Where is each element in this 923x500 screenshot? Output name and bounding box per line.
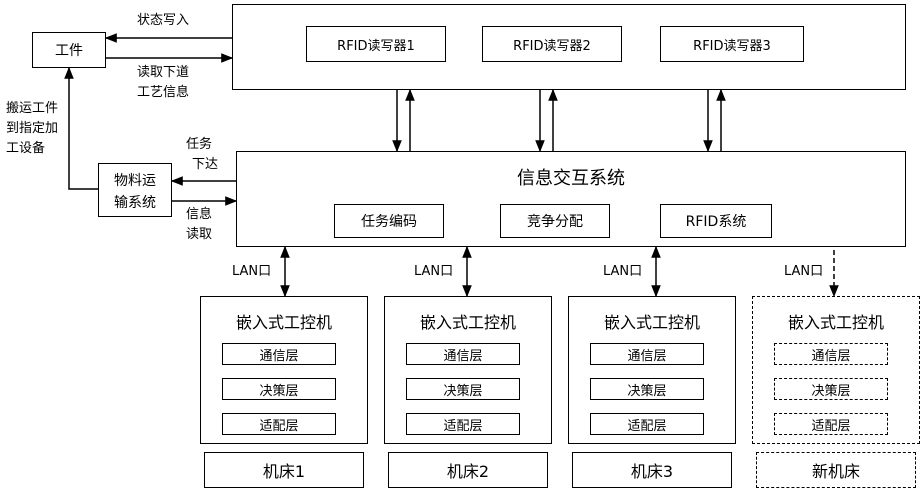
machine-label-1: 机床1 [262, 462, 306, 481]
lan-label-2: LAN口 [414, 264, 454, 279]
lan-label-3: LAN口 [603, 264, 643, 279]
carry-workpiece-arrow [64, 66, 98, 190]
layer-box-1-1: 通信层 [222, 343, 336, 365]
controller-title-3: 嵌入式工控机 [603, 313, 700, 332]
carry-label-line2: 到指定加 [6, 121, 59, 136]
layer-box-1-3: 适配层 [222, 413, 336, 435]
read-next-label-line2: 工艺信息 [137, 85, 190, 100]
rfid-reader-3: RFID读写器3 [660, 26, 804, 62]
lan-label-new: LAN口 [784, 264, 824, 279]
layer-label: 通信层 [811, 348, 851, 364]
layer-box-2-2: 决策层 [406, 378, 520, 400]
read-next-label-line1: 读取下道 [137, 65, 190, 80]
layer-label: 适配层 [811, 418, 851, 434]
layer-label: 决策层 [811, 383, 851, 399]
layer-label: 通信层 [259, 348, 299, 364]
layer-box-4-2: 决策层 [774, 378, 888, 400]
module-competitive-allocation: 竞争分配 [500, 204, 610, 238]
machine-box-4: 新机床 [756, 452, 916, 488]
layer-box-2-3: 适配层 [406, 413, 520, 435]
machine-box-2: 机床2 [388, 452, 548, 488]
info-label-line1: 信息 [186, 207, 213, 222]
workpiece-label: 工件 [55, 43, 83, 59]
rfid-reader-1: RFID读写器1 [306, 26, 446, 62]
info-system-title: 信息交互系统 [517, 168, 625, 189]
machine-box-1: 机床1 [204, 452, 364, 488]
layer-label: 决策层 [259, 383, 299, 399]
machine-label-4: 新机床 [811, 462, 860, 481]
layer-label: 适配层 [627, 418, 667, 434]
layer-label: 适配层 [443, 418, 483, 434]
rfid-reader-2: RFID读写器2 [482, 26, 622, 62]
module-task-coding: 任务编码 [334, 204, 444, 238]
module-rfid-system: RFID系统 [660, 204, 772, 238]
machine-label-2: 机床2 [446, 462, 490, 481]
layer-box-3-2: 决策层 [590, 378, 704, 400]
module-task-coding-label: 任务编码 [361, 214, 417, 230]
rfid-reader-1-label: RFID读写器1 [337, 38, 415, 54]
controller-title-1: 嵌入式工控机 [235, 313, 332, 332]
rfid-reader-2-label: RFID读写器2 [513, 38, 591, 54]
controller-title-4: 嵌入式工控机 [787, 313, 884, 332]
workpiece-box: 工件 [32, 32, 106, 68]
module-competitive-allocation-label: 竞争分配 [527, 214, 583, 230]
material-transport-line1: 物料运 [114, 173, 156, 189]
rfid-reader-3-label: RFID读写器3 [693, 38, 771, 54]
layer-box-1-2: 决策层 [222, 378, 336, 400]
layer-box-2-1: 通信层 [406, 343, 520, 365]
machine-label-3: 机床3 [630, 462, 674, 481]
layer-label: 通信层 [627, 348, 667, 364]
layer-label: 决策层 [627, 383, 667, 399]
layer-label: 通信层 [443, 348, 483, 364]
layer-box-3-1: 通信层 [590, 343, 704, 365]
layer-box-4-1: 通信层 [774, 343, 888, 365]
layer-box-3-3: 适配层 [590, 413, 704, 435]
machine-box-3: 机床3 [572, 452, 732, 488]
lan-label-1: LAN口 [232, 264, 272, 279]
carry-label-line3: 工设备 [6, 141, 46, 156]
task-label-line1: 任务 [186, 137, 213, 152]
layer-box-4-3: 适配层 [774, 413, 888, 435]
layer-label: 适配层 [259, 418, 299, 434]
controller-title-2: 嵌入式工控机 [419, 313, 516, 332]
material-transport-box: 物料运 输系统 [98, 163, 172, 217]
info-label-line2: 读取 [186, 227, 213, 242]
carry-label-line1: 搬运工件 [6, 101, 59, 116]
task-label-line2: 下达 [192, 157, 219, 172]
material-transport-line2: 输系统 [114, 195, 156, 211]
layer-label: 决策层 [443, 383, 483, 399]
status-write-label: 状态写入 [137, 13, 190, 28]
module-rfid-system-label: RFID系统 [685, 214, 747, 230]
